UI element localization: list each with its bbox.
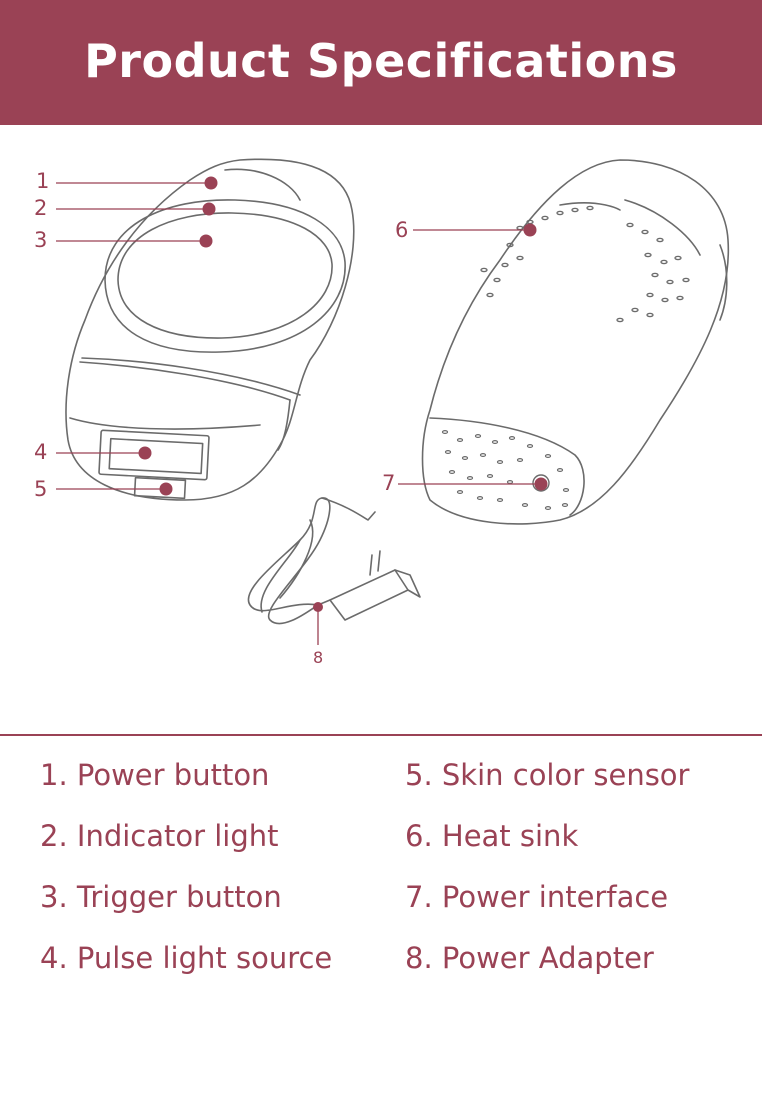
- front-device-drawing: [65, 158, 355, 501]
- callout-number-6: 6: [395, 218, 409, 242]
- callout-number-2: 2: [34, 196, 48, 220]
- legend-item-power-adapter: 8. Power Adapter: [405, 941, 654, 975]
- section-divider: [0, 734, 762, 736]
- device-illustration: [56, 158, 730, 645]
- back-device-drawing: [421, 159, 730, 525]
- bottom-texture-dots: [441, 430, 570, 511]
- callout-number-8: 8: [313, 648, 324, 667]
- legend-item-skin-color-sensor: 5. Skin color sensor: [405, 758, 690, 792]
- legend-item-trigger-button: 3. Trigger button: [40, 880, 282, 914]
- callout-number-5: 5: [34, 477, 48, 501]
- legend-item-power-button: 1. Power button: [40, 758, 270, 792]
- heat-sink-vents: [480, 205, 690, 323]
- power-adapter-drawing: [247, 497, 421, 625]
- callout-number-1: 1: [36, 169, 50, 193]
- callout-lines: [56, 182, 541, 645]
- product-diagram: 1 2 3 4 5 6 7 8: [0, 125, 762, 725]
- callout-number-3: 3: [34, 228, 48, 252]
- header-banner: Product Specifications: [0, 0, 762, 125]
- legend-item-indicator-light: 2. Indicator light: [40, 819, 279, 853]
- callout-dots: [138, 176, 548, 612]
- legend-item-heat-sink: 6. Heat sink: [405, 819, 579, 853]
- callout-number-4: 4: [34, 440, 48, 464]
- page-title: Product Specifications: [84, 33, 678, 88]
- callout-number-7: 7: [382, 471, 396, 495]
- power-port-outline: [532, 474, 550, 492]
- legend-item-pulse-light-source: 4. Pulse light source: [40, 941, 333, 975]
- legend-item-power-interface: 7. Power interface: [405, 880, 669, 914]
